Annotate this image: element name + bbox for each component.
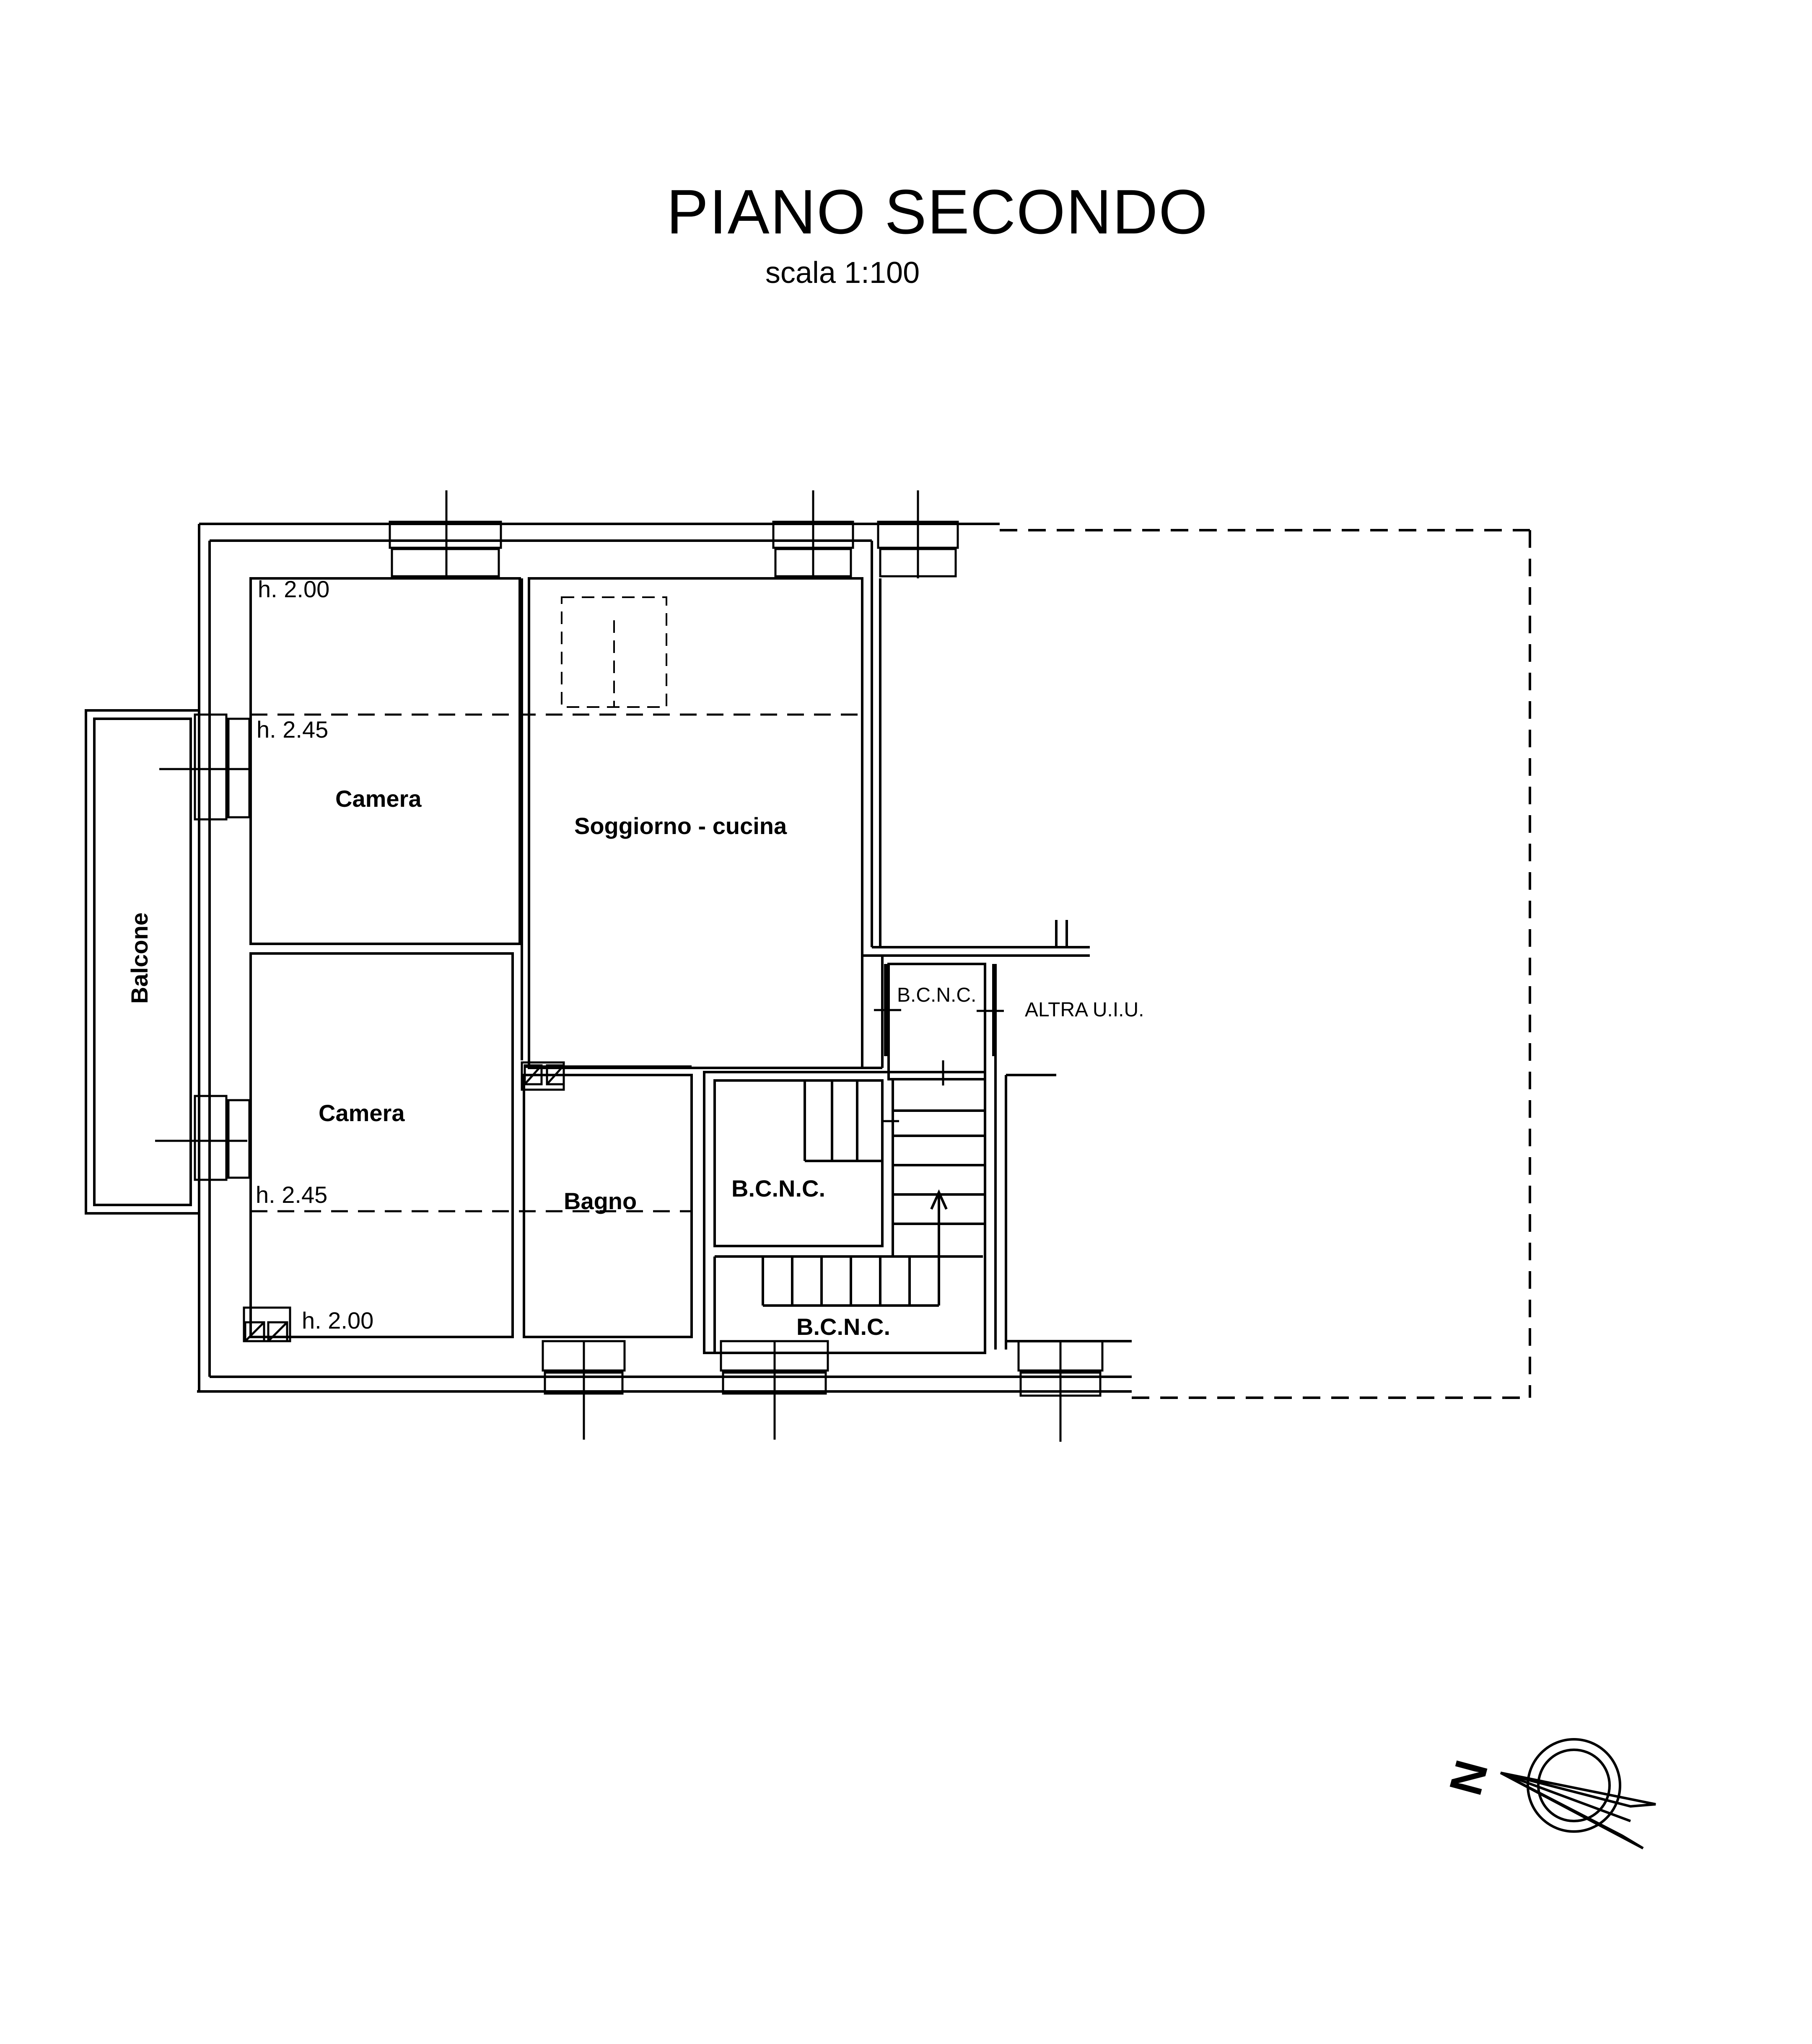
adjacent-property-outline [1000,529,1531,1399]
label-bagno: Bagno [564,1188,637,1214]
window-bottom-1 [542,1340,626,1440]
window-bottom-3 [1017,1340,1104,1442]
label-bcnc-small: B.C.N.C. [897,984,976,1006]
room-camera-bottom [249,952,514,1338]
label-balcone: Balcone [126,912,153,1004]
party-wall [871,541,1090,957]
stair-block [703,1071,986,1354]
scale-label: scala 1:100 [765,256,920,290]
flue-boxes-upper [521,1061,565,1091]
label-camera-bottom: Camera [319,1100,405,1126]
outer-wall [197,523,1132,1393]
window-top-1 [389,490,502,578]
room-soggiorno-cucina [521,577,884,1069]
label-height-mid-top: h. 2.45 [257,716,328,743]
compass-north-letter: N [1439,1755,1498,1800]
label-altra-uiu: ALTRA U.I.U. [1025,999,1144,1021]
wardrobe-outline [561,596,667,708]
label-camera-top: Camera [335,785,422,812]
room-bcnc-small [884,963,995,1080]
label-bcnc-mid: B.C.N.C. [731,1175,825,1202]
room-camera-top [249,577,521,945]
north-arrow [1500,1738,1656,1850]
window-left-bottom [155,1095,251,1181]
label-height-mid-bottom: h. 2.45 [256,1181,327,1208]
flue-boxes-lower [243,1306,291,1342]
balcony [85,709,200,1215]
lower-right-wall [994,964,1132,1350]
window-top-2 [772,490,854,578]
label-height-top: h. 2.00 [258,576,329,602]
window-bottom-2 [720,1340,829,1440]
window-left-top [159,713,251,821]
room-bagno [523,1074,693,1338]
door-ticks [874,997,1004,1132]
page-title: PIANO SECONDO [666,176,1208,247]
label-height-bottom: h. 2.00 [302,1307,373,1334]
label-soggiorno: Soggiorno - cucina [574,813,787,839]
ceiling-height-lines [251,713,862,1212]
label-bcnc-bottom: B.C.N.C. [796,1313,890,1340]
window-top-3 [877,490,959,578]
